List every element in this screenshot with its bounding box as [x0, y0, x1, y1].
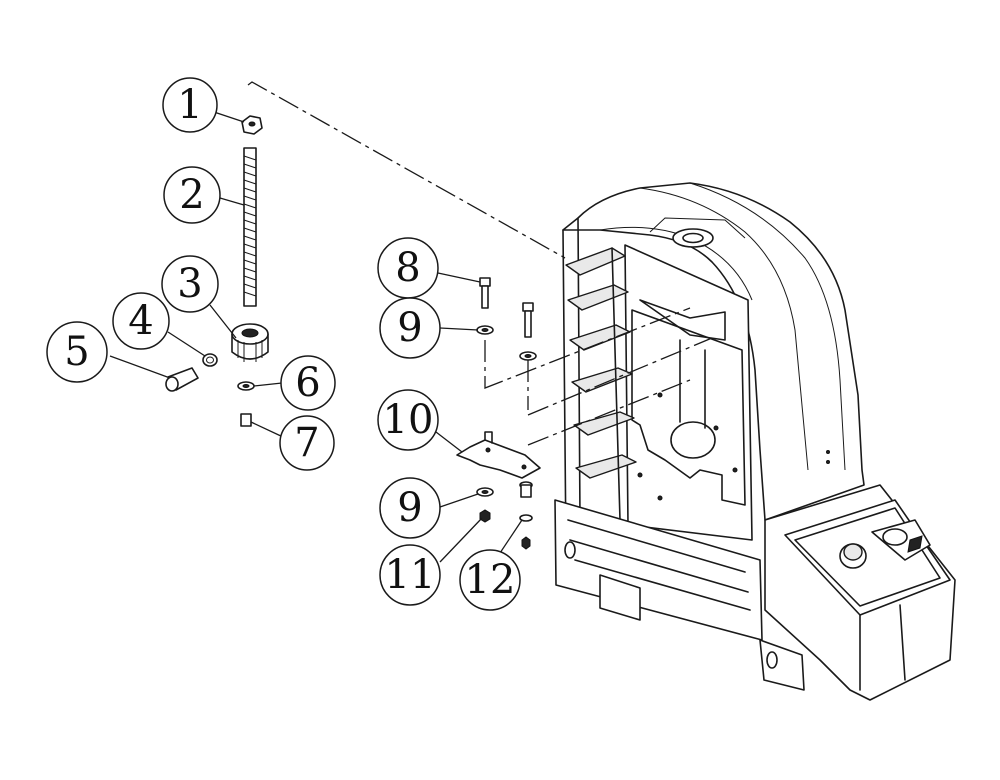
svg-text:11: 11 — [385, 552, 436, 598]
svg-text:1: 1 — [177, 82, 202, 128]
callout-4: 4 — [112, 292, 170, 350]
part-2-threaded-rod — [243, 147, 257, 307]
part-12-spacer — [519, 481, 533, 550]
callout-12: 12 — [459, 549, 521, 611]
svg-text:9: 9 — [397, 485, 422, 531]
svg-text:7: 7 — [294, 420, 319, 466]
left-parts — [165, 115, 269, 427]
callout-10: 10 — [377, 389, 439, 451]
part-11-nut — [479, 509, 491, 523]
part-8-bolt — [479, 277, 534, 338]
part-4-ring — [202, 353, 218, 367]
svg-text:12: 12 — [465, 557, 516, 603]
part-5-pin — [165, 367, 199, 392]
part-3-collar — [231, 323, 269, 362]
callout-7: 7 — [279, 415, 335, 471]
part-10-bracket — [456, 431, 541, 479]
svg-text:9: 9 — [397, 305, 422, 351]
callout-9-lower: 9 — [379, 477, 441, 539]
callout-3: 3 — [161, 255, 219, 313]
callout-2: 2 — [163, 166, 221, 224]
assembly-guide-lines — [247, 81, 713, 446]
svg-text:10: 10 — [383, 397, 434, 443]
callout-1: 1 — [162, 77, 218, 133]
callout-6: 6 — [280, 355, 336, 411]
svg-text:4: 4 — [128, 298, 153, 344]
callout-11: 11 — [379, 544, 441, 606]
callout-9-upper: 9 — [379, 297, 441, 359]
svg-text:8: 8 — [395, 245, 420, 291]
callout-8: 8 — [377, 237, 439, 299]
svg-text:6: 6 — [295, 360, 320, 406]
svg-text:3: 3 — [177, 261, 202, 307]
middle-parts — [456, 277, 541, 550]
svg-text:5: 5 — [64, 329, 89, 375]
housing-assembly — [554, 182, 956, 701]
svg-text:2: 2 — [179, 172, 204, 218]
part-7-screw — [240, 413, 252, 427]
callout-5: 5 — [46, 321, 108, 383]
